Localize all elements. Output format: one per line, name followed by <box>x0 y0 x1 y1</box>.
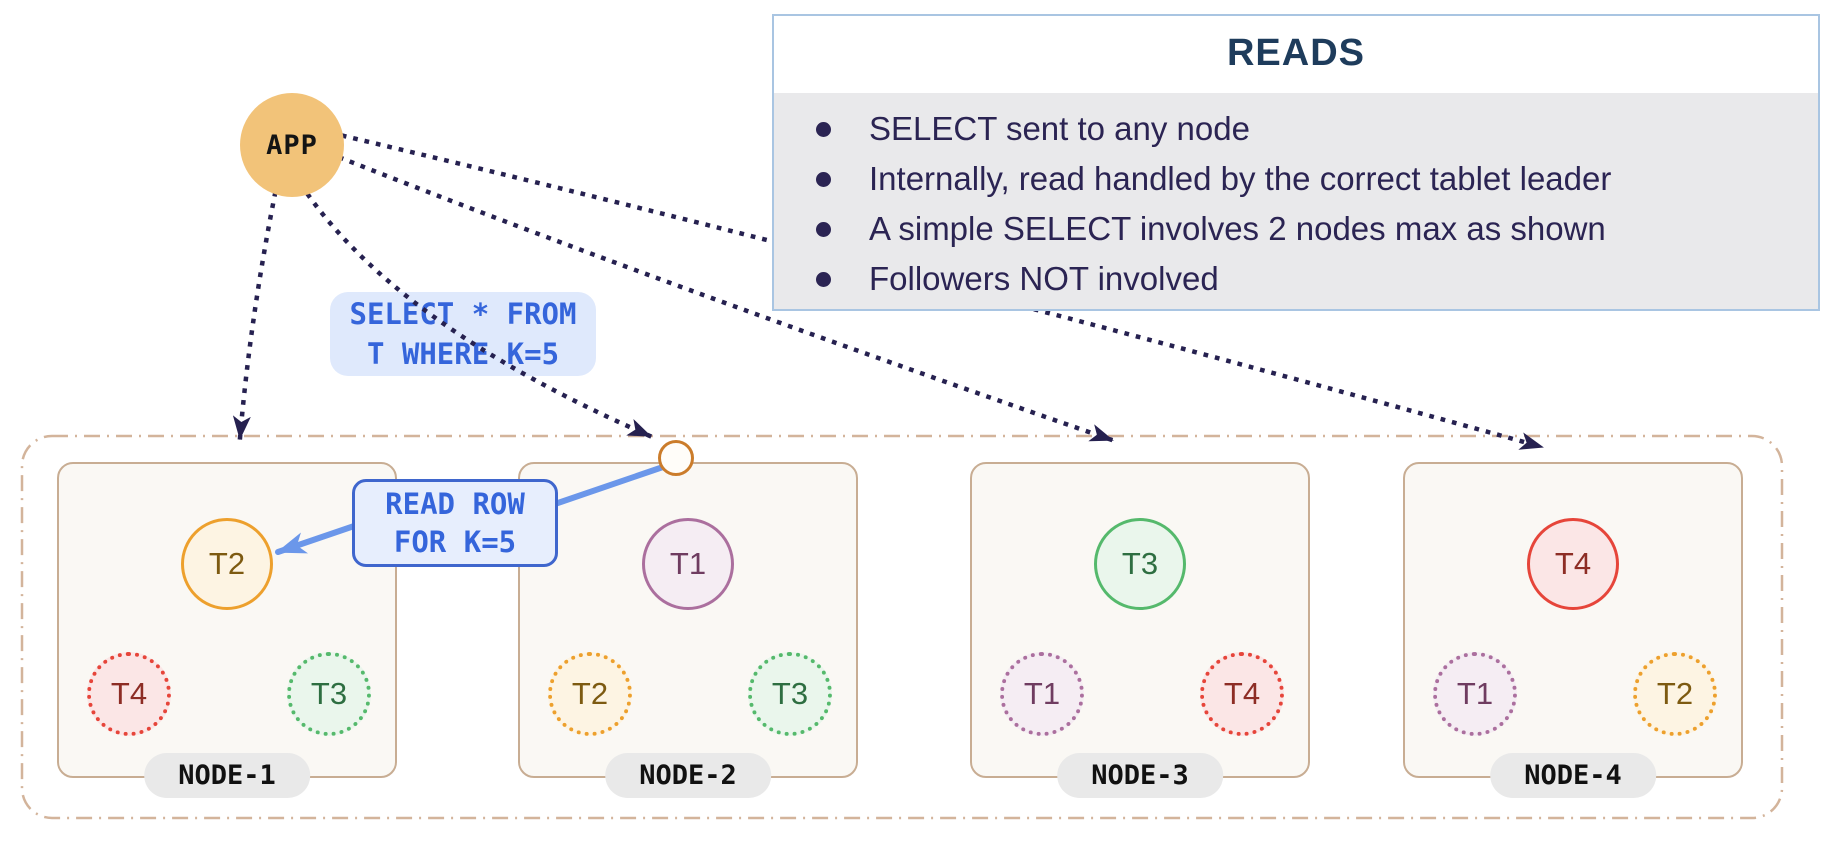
tablet-entry-point-circle <box>658 440 694 476</box>
tablet-leader: T2 <box>181 518 273 610</box>
bullet-text: Internally, read handled by the correct … <box>869 160 1612 197</box>
tablet-label: T1 <box>1023 676 1061 711</box>
tablet-label: T4 <box>1554 546 1592 581</box>
reads-panel-title: READS <box>1226 32 1366 74</box>
reads-bullet-list: SELECT sent to any node Internally, read… <box>774 93 1818 304</box>
tablet-label: T3 <box>771 676 809 711</box>
tablet-label: T4 <box>1223 676 1261 711</box>
tablet-leader: T3 <box>1094 518 1186 610</box>
tablet-label: T3 <box>310 676 348 711</box>
app-client-circle: APP <box>240 93 344 197</box>
tablet-follower: T1 <box>1433 652 1517 736</box>
reads-info-panel: READS SELECT sent to any node Internally… <box>772 14 1820 311</box>
read-row-line1: READ ROW <box>385 487 525 521</box>
tablet-follower: T3 <box>287 652 371 736</box>
node-name-badge: NODE-2 <box>605 753 771 798</box>
tablet-leader: T1 <box>642 518 734 610</box>
tablet-label: T2 <box>1656 676 1694 711</box>
tablet-label: T2 <box>208 546 246 581</box>
bullet-text: SELECT sent to any node <box>869 110 1250 147</box>
node-name-badge: NODE-4 <box>1490 753 1656 798</box>
reads-panel-body: SELECT sent to any node Internally, read… <box>774 93 1818 309</box>
tablet-label: T1 <box>1456 676 1494 711</box>
node-card-3: T3 T1 T4 NODE-3 <box>970 462 1310 798</box>
reads-bullet-item: Followers NOT involved <box>816 254 1818 304</box>
bullet-text: A simple SELECT involves 2 nodes max as … <box>869 210 1606 247</box>
tablet-follower: T4 <box>87 652 171 736</box>
node-name-badge: NODE-1 <box>144 753 310 798</box>
bullet-icon <box>816 271 831 287</box>
select-query-label: SELECT * FROM T WHERE K=5 <box>330 292 596 376</box>
tablet-follower: T2 <box>548 652 632 736</box>
bullet-icon <box>816 121 831 137</box>
app-label: APP <box>266 129 318 161</box>
app-to-node1-arrow <box>232 191 278 441</box>
tablet-follower: T4 <box>1200 652 1284 736</box>
tablet-label: T1 <box>669 546 707 581</box>
reads-bullet-item: SELECT sent to any node <box>816 104 1818 154</box>
select-query-line2: T WHERE K=5 <box>366 337 560 371</box>
bullet-icon <box>816 221 831 237</box>
tablet-label: T3 <box>1121 546 1159 581</box>
node-card-1: T2 T4 T3 NODE-1 <box>57 462 397 798</box>
read-row-line2: FOR K=5 <box>393 525 517 559</box>
tablet-label: T4 <box>110 676 148 711</box>
node-card-4: T4 T1 T2 NODE-4 <box>1403 462 1743 798</box>
node-card-2: T1 T2 T3 NODE-2 <box>518 462 858 798</box>
reads-bullet-item: A simple SELECT involves 2 nodes max as … <box>816 204 1818 254</box>
tablet-follower: T3 <box>748 652 832 736</box>
tablet-follower: T2 <box>1633 652 1717 736</box>
read-row-callout: READ ROW FOR K=5 <box>352 479 558 567</box>
tablet-label: T2 <box>571 676 609 711</box>
select-query-line1: SELECT * FROM <box>349 297 577 331</box>
tablet-follower: T1 <box>1000 652 1084 736</box>
tablet-leader: T4 <box>1527 518 1619 610</box>
bullet-text: Followers NOT involved <box>869 260 1219 297</box>
node-name-badge: NODE-3 <box>1057 753 1223 798</box>
bullet-icon <box>816 171 831 187</box>
reads-bullet-item: Internally, read handled by the correct … <box>816 154 1818 204</box>
